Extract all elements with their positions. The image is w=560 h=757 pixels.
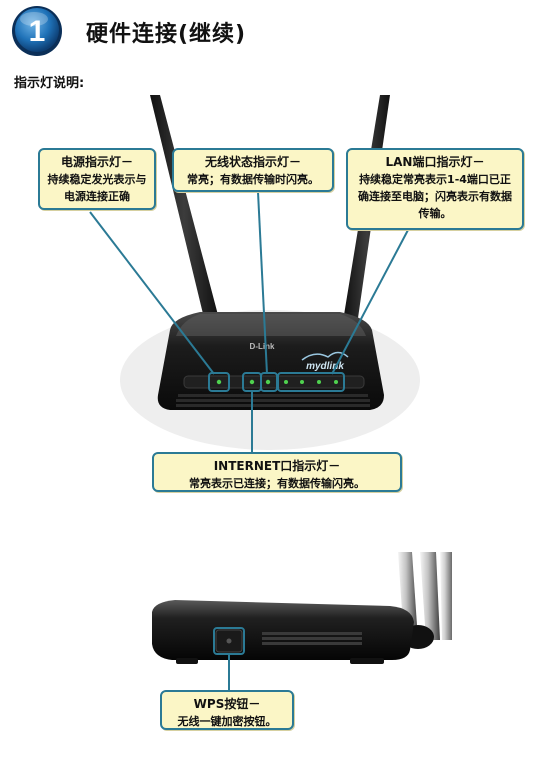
lan3-led bbox=[317, 380, 321, 384]
wps-button-callout-body: 无线一键加密按钮。 bbox=[177, 715, 277, 728]
power-led-callout: 电源指示灯－ 持续稳定发光表示与电源连接正确 bbox=[38, 148, 156, 210]
lan-led-callout-title: LAN端口指示灯－ bbox=[385, 155, 485, 169]
wireless-led-callout: 无线状态指示灯－ 常亮；有数据传输时闪亮。 bbox=[172, 148, 334, 192]
wireless-led bbox=[265, 379, 271, 385]
lan1-led bbox=[284, 380, 288, 384]
power-led bbox=[216, 379, 222, 385]
lan-led-callout: LAN端口指示灯－ 持续稳定常亮表示1-4端口已正确连接至电脑；闪亮表示有数据传… bbox=[346, 148, 524, 230]
step-number-badge: 1 bbox=[12, 6, 62, 56]
section-subtitle: 指示灯说明: bbox=[14, 76, 85, 91]
mydlink-logo: mydlink bbox=[306, 361, 344, 372]
brand-label: D-Link bbox=[250, 342, 275, 351]
lan4-led bbox=[334, 380, 338, 384]
internet-led bbox=[249, 379, 255, 385]
left-antenna bbox=[150, 95, 218, 318]
wps-button-dot bbox=[226, 638, 232, 644]
wireless-led-callout-body: 常亮；有数据传输时闪亮。 bbox=[187, 173, 319, 186]
internet-led-callout-body: 常亮表示已连接；有数据传输闪亮。 bbox=[189, 477, 365, 490]
internet-led-callout: INTERNET口指示灯－ 常亮表示已连接；有数据传输闪亮。 bbox=[152, 452, 402, 492]
power-led-callout-title: 电源指示灯－ bbox=[60, 155, 133, 169]
router-side-body bbox=[152, 600, 414, 660]
internet-led-callout-title: INTERNET口指示灯－ bbox=[213, 459, 341, 473]
page-title: 硬件连接(继续) bbox=[86, 22, 247, 47]
power-led-callout-body: 持续稳定发光表示与电源连接正确 bbox=[47, 173, 147, 203]
wps-button-callout-title: WPS按钮－ bbox=[193, 697, 261, 711]
wireless-led-callout-title: 无线状态指示灯－ bbox=[204, 155, 301, 169]
lan-led-callout-body: 持续稳定常亮表示1-4端口已正确连接至电脑；闪亮表示有数据传输。 bbox=[358, 173, 512, 220]
step-number: 1 bbox=[29, 15, 46, 48]
led-indicators bbox=[216, 379, 338, 385]
lan2-led bbox=[300, 380, 304, 384]
wps-button-callout: WPS按钮－ 无线一键加密按钮。 bbox=[160, 690, 294, 730]
